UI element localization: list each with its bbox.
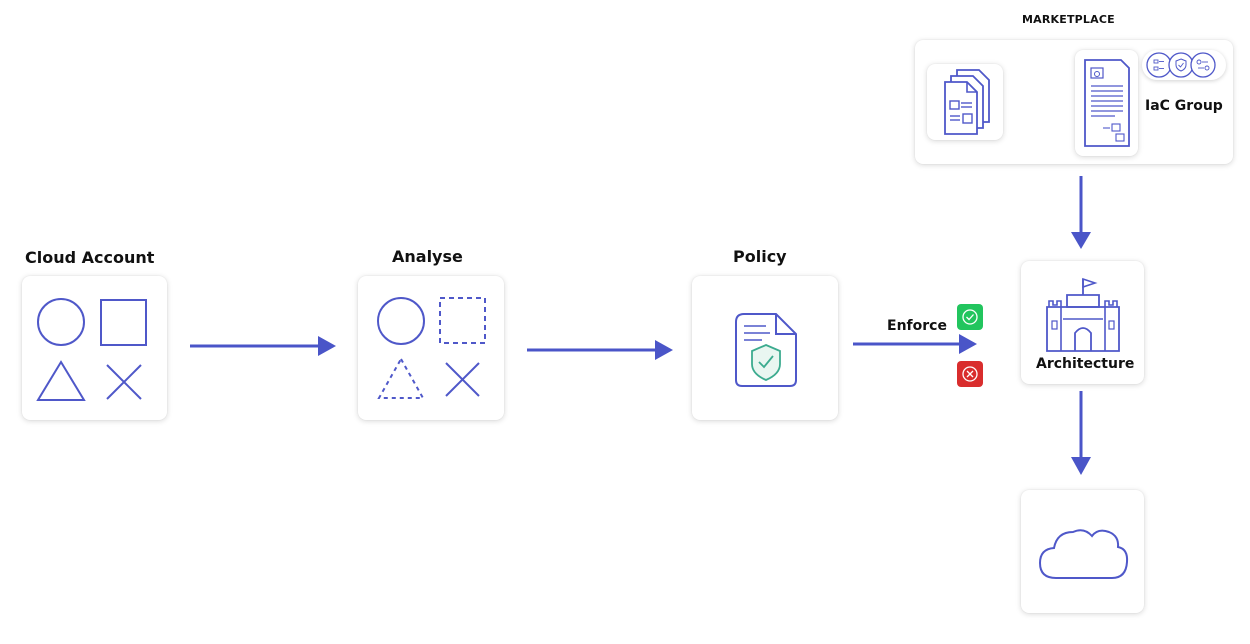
arrow-cloud-to-analyse xyxy=(190,336,336,356)
enforce-label: Enforce xyxy=(887,318,947,334)
iac-tags-icons xyxy=(1146,52,1216,78)
cloud-account-card xyxy=(22,276,167,420)
pass-badge xyxy=(957,304,983,330)
iac-group-label: IaC Group xyxy=(1145,98,1223,114)
marketplace-title: MARKETPLACE xyxy=(1022,13,1115,26)
policy-document-icon xyxy=(735,313,797,387)
check-icon xyxy=(962,309,978,325)
iac-tags-pill xyxy=(1142,50,1226,80)
architecture-label: Architecture xyxy=(1036,356,1135,372)
arrow-architecture-to-cloud xyxy=(1071,391,1091,475)
templates-tile xyxy=(927,64,1003,140)
fail-badge xyxy=(957,361,983,387)
close-icon xyxy=(962,366,978,382)
arrow-analyse-to-policy xyxy=(527,340,673,360)
policy-card xyxy=(692,276,838,420)
cloud-card xyxy=(1021,490,1144,613)
architecture-card: Architecture xyxy=(1021,261,1144,384)
marketplace-panel: IaC Group xyxy=(915,40,1233,164)
castle-icon xyxy=(1046,277,1120,352)
policy-title: Policy xyxy=(733,247,787,266)
arrow-marketplace-to-architecture xyxy=(1071,176,1091,249)
cloud-account-title: Cloud Account xyxy=(25,248,155,267)
cloud-icon xyxy=(1038,529,1129,579)
analyse-title: Analyse xyxy=(392,247,463,266)
analyse-card xyxy=(358,276,504,420)
iac-document-tile xyxy=(1075,50,1138,156)
dashed-shapes-icon xyxy=(377,297,486,399)
shapes-icon xyxy=(36,298,147,401)
iac-document-icon xyxy=(1084,59,1130,147)
arrow-policy-to-architecture xyxy=(853,334,977,354)
documents-icon xyxy=(944,69,990,135)
